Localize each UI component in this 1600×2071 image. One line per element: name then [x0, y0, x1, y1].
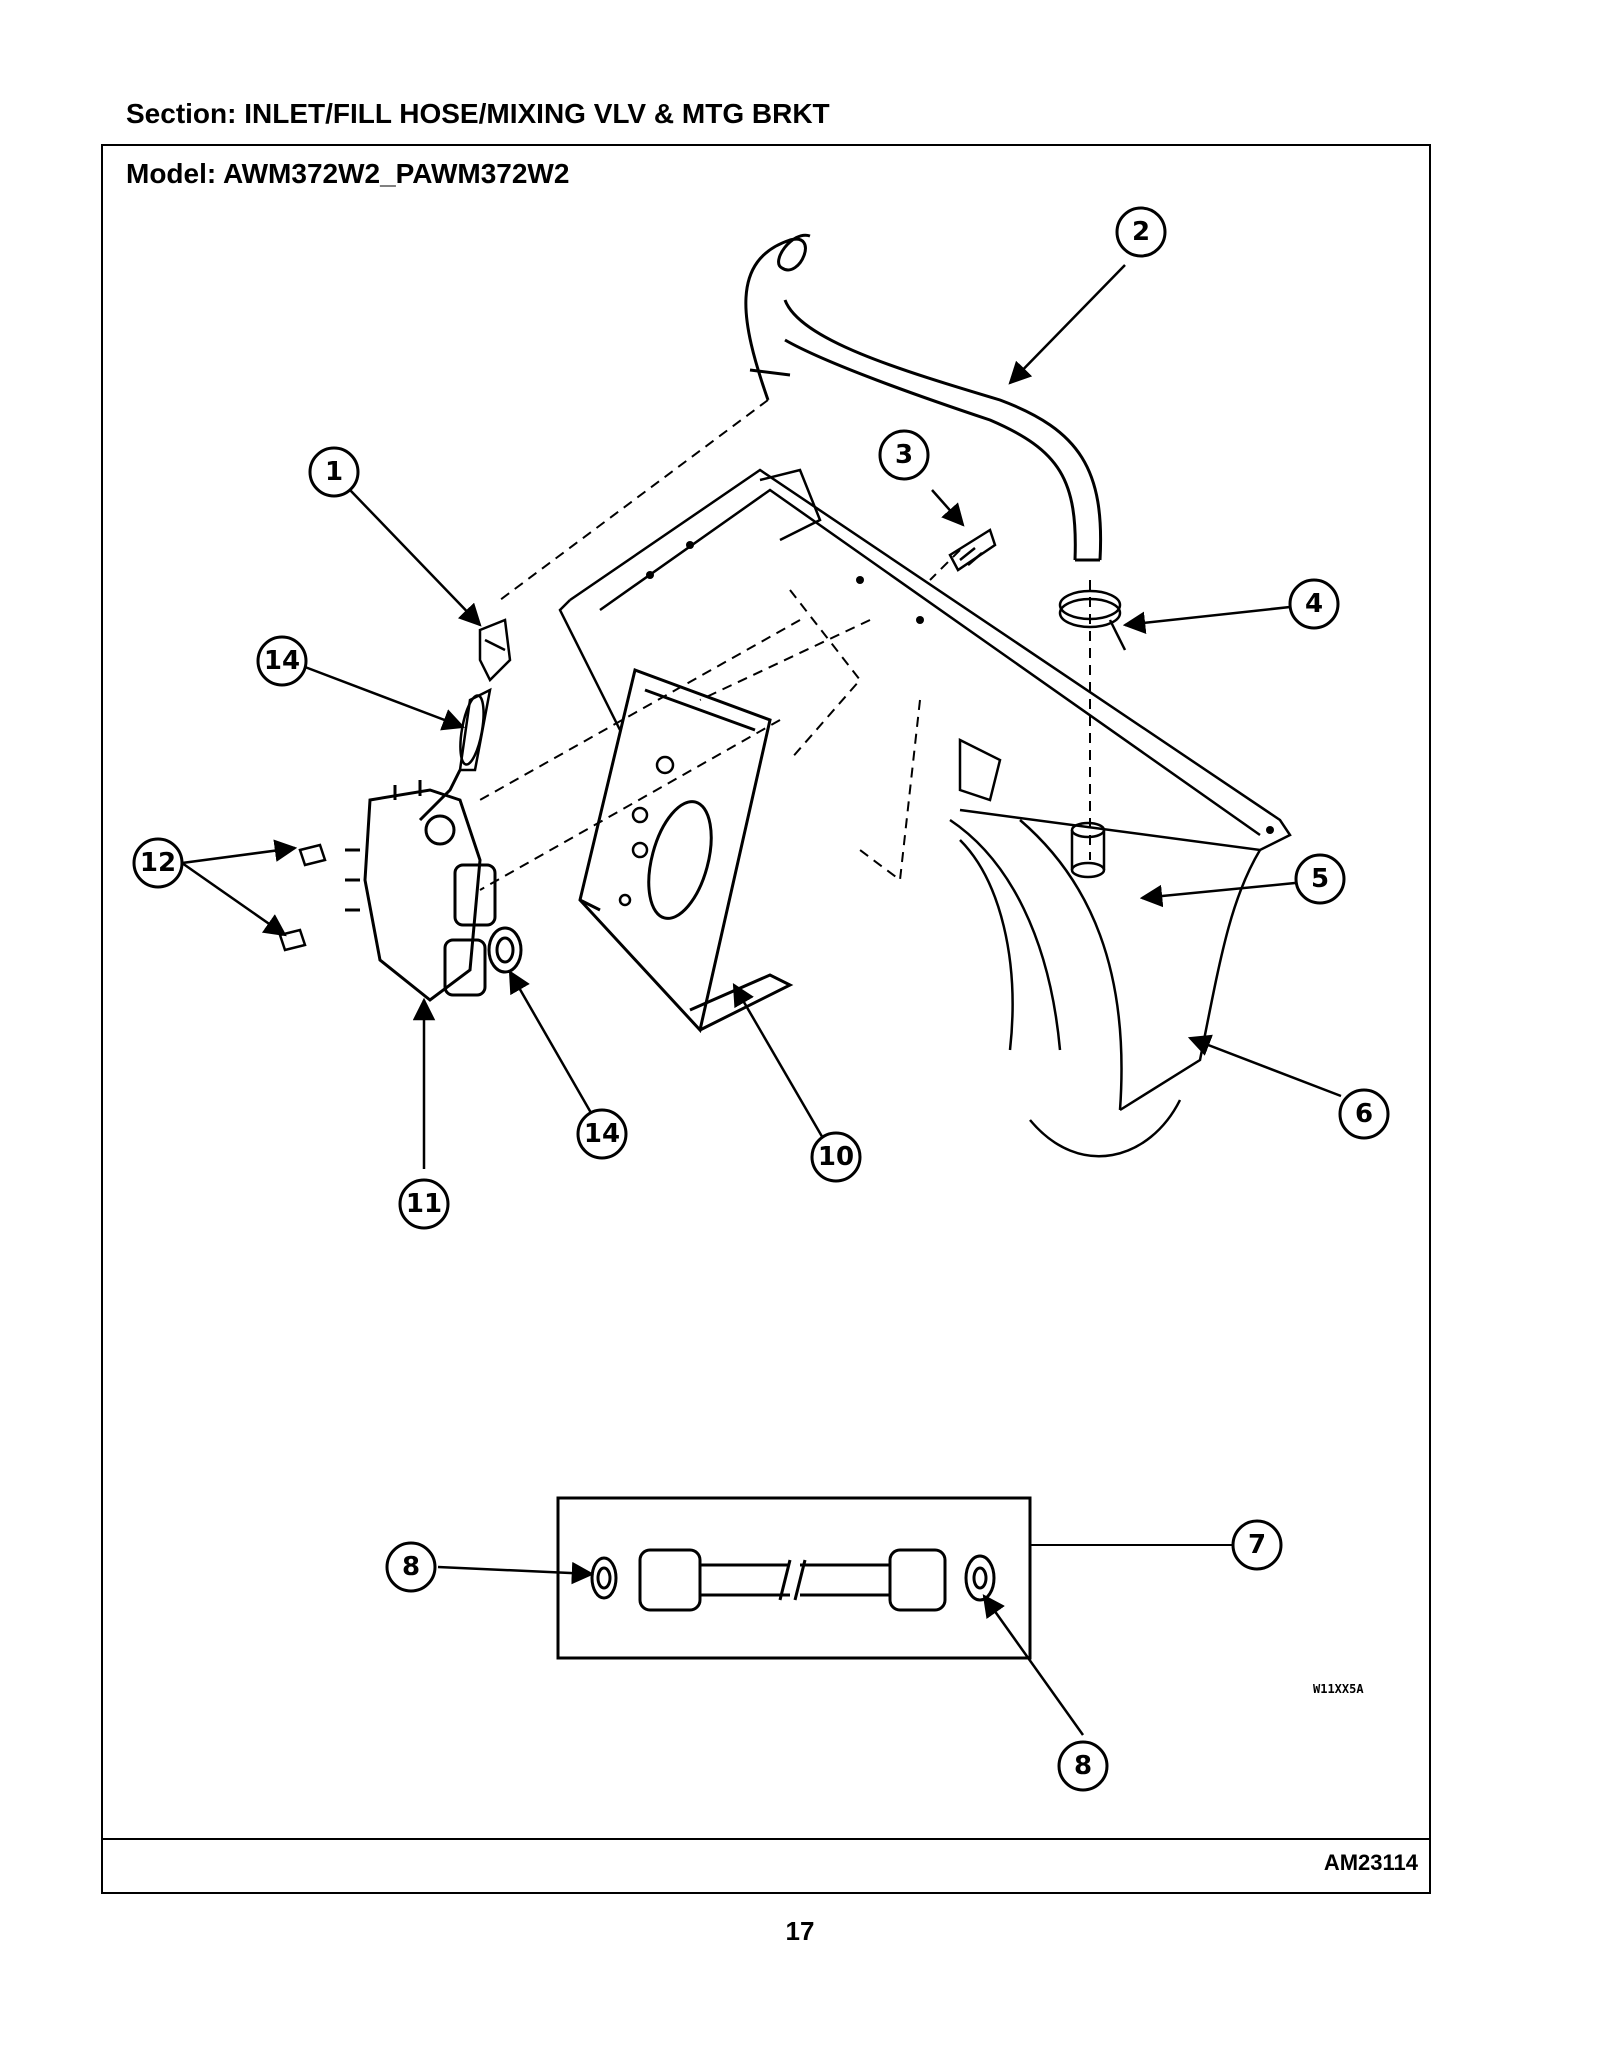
hose-clamp [1058, 589, 1127, 651]
svg-text:10: 10 [818, 1142, 854, 1172]
svg-text:11: 11 [406, 1189, 442, 1219]
callout-5: 5 [1294, 853, 1346, 905]
svg-text:14: 14 [584, 1119, 620, 1149]
cabinet-top-panel [558, 468, 1292, 1158]
svg-text:2: 2 [1132, 217, 1150, 247]
callout-1: 1 [308, 446, 360, 498]
svg-text:3: 3 [895, 440, 913, 470]
model-title: Model: AWM372W2_PAWM372W2 [126, 158, 570, 189]
svg-text:14: 14 [264, 646, 300, 676]
diagram-frame [101, 144, 1431, 1894]
drawing-reference-code: W11XX5A [1313, 1682, 1364, 1696]
svg-text:12: 12 [140, 848, 176, 878]
mounting-bracket [578, 668, 794, 1034]
svg-text:5: 5 [1311, 864, 1329, 894]
svg-text:7: 7 [1248, 1530, 1266, 1560]
inlet-nozzle [1070, 821, 1106, 879]
washer-14 [487, 926, 523, 974]
tube-connector [478, 618, 512, 683]
callout-6: 6 [1338, 1088, 1390, 1140]
callout-8-bottom: 8 [1057, 1740, 1109, 1792]
callout-2: 2 [1115, 206, 1167, 258]
callout-10: 10 [810, 1131, 862, 1183]
footer-divider [101, 1838, 1431, 1840]
gasket-13 [458, 687, 492, 772]
bracket-holes [618, 755, 675, 907]
svg-text:1: 1 [325, 457, 343, 487]
svg-text:8: 8 [1074, 1751, 1092, 1781]
valve-screws [278, 843, 327, 952]
callout-7: 7 [1231, 1519, 1283, 1571]
callout-3: 3 [878, 429, 930, 481]
inlet-hose-kit [556, 1496, 1032, 1660]
section-title: Section: INLET/FILL HOSE/MIXING VLV & MT… [126, 98, 830, 129]
mixing-valve [345, 769, 497, 1002]
svg-text:4: 4 [1305, 589, 1323, 619]
callout-4: 4 [1288, 578, 1340, 630]
fill-hose [744, 233, 1103, 562]
cabinet-holes [646, 541, 1274, 834]
callout-8-left: 8 [385, 1541, 437, 1593]
callout-12: 12 [132, 837, 184, 889]
screw-part [948, 528, 997, 572]
callout-14: 14 [576, 1108, 628, 1160]
leader-lines [181, 264, 1342, 1736]
callout-13: 14 [256, 635, 308, 687]
svg-text:8: 8 [402, 1552, 420, 1582]
page-number: 17 [785, 1916, 815, 1946]
assembly-lines [479, 399, 1091, 891]
callout-11: 11 [398, 1178, 450, 1230]
svg-text:6: 6 [1355, 1099, 1373, 1129]
diagram-code: AM23114 [1323, 1850, 1418, 1875]
